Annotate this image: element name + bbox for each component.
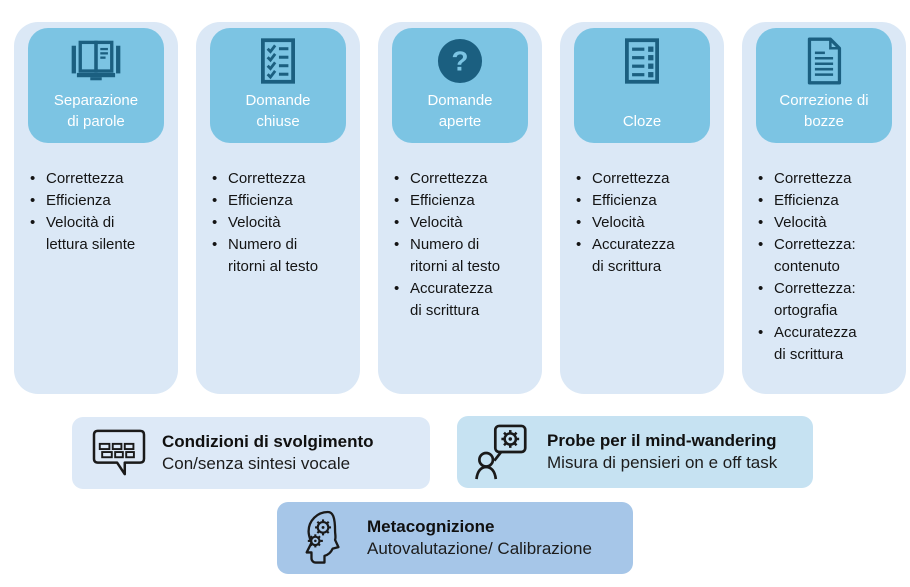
head-gears-icon: [293, 509, 355, 567]
metric-item: Velocità di lettura silente: [30, 212, 144, 256]
column-header-separazione: Separazione di parole: [28, 28, 164, 143]
column-header-cloze: Cloze: [574, 28, 710, 143]
person-speech-gear-icon: [473, 424, 535, 480]
metric-item: Efficienza: [30, 190, 144, 212]
card-subtitle: Con/senza sintesi vocale: [162, 454, 351, 473]
metric-item: Efficienza: [576, 190, 690, 212]
metric-item: Velocità: [212, 212, 326, 234]
metric-item: Velocità: [394, 212, 508, 234]
metric-item: Correttezza: [758, 168, 872, 190]
column-header-domande-chiuse: Domande chiuse: [210, 28, 346, 143]
column-separazione-di-parole: Separazione di parole Correttezza Effici…: [14, 22, 178, 394]
metric-item: Correttezza: ortografia: [758, 278, 872, 322]
condizioni-card: Condizioni di svolgimento Con/senza sint…: [72, 417, 430, 489]
metric-item: Numero di ritorni al testo: [212, 234, 326, 278]
card-subtitle: Autovalutazione/ Calibrazione: [367, 539, 592, 558]
metric-item: Correttezza: [394, 168, 508, 190]
metric-item: Velocità: [576, 212, 690, 234]
svg-text:?: ?: [452, 46, 469, 77]
card-title: Metacognizione: [367, 517, 495, 536]
card-subtitle: Misura di pensieri on e off task: [547, 453, 778, 472]
task-columns: Separazione di parole Correttezza Effici…: [14, 22, 906, 394]
metric-item: Accuratezza di scrittura: [394, 278, 508, 322]
column-cloze: Cloze Correttezza Efficienza Velocità Ac…: [560, 22, 724, 394]
metric-item: Correttezza: [212, 168, 326, 190]
column-domande-aperte: ? Domande aperte Correttezza Efficienza …: [378, 22, 542, 394]
column-correzione-di-bozze: Correzione di bozze Correttezza Efficien…: [742, 22, 906, 394]
metric-item: Correttezza: contenuto: [758, 234, 872, 278]
metric-item: Accuratezza di scrittura: [758, 322, 872, 366]
column-title: Separazione di parole: [53, 92, 139, 130]
metric-list: Correttezza Efficienza Velocità Corrette…: [758, 168, 872, 366]
metric-item: Efficienza: [758, 190, 872, 212]
metric-item: Numero di ritorni al testo: [394, 234, 508, 278]
metric-item: Efficienza: [212, 190, 326, 212]
metric-list: Correttezza Efficienza Velocità di lettu…: [30, 168, 144, 256]
metric-item: Correttezza: [576, 168, 690, 190]
probe-card: Probe per il mind-wandering Misura di pe…: [457, 416, 813, 488]
cloze-form-icon: [625, 36, 659, 86]
column-title: Domande chiuse: [245, 92, 311, 130]
open-book-icon: [70, 36, 122, 86]
metric-list: Correttezza Efficienza Velocità Numero d…: [394, 168, 508, 322]
checklist-icon: [261, 36, 295, 86]
metric-item: Accuratezza di scrittura: [576, 234, 690, 278]
metacognizione-card: Metacognizione Autovalutazione/ Calibraz…: [277, 502, 633, 574]
column-title: Cloze: [622, 113, 662, 130]
document-icon: [804, 36, 844, 86]
metric-list: Correttezza Efficienza Velocità Numero d…: [212, 168, 326, 278]
metric-item: Correttezza: [30, 168, 144, 190]
card-title: Probe per il mind-wandering: [547, 431, 777, 450]
metric-item: Efficienza: [394, 190, 508, 212]
metric-item: Velocità: [758, 212, 872, 234]
column-title: Domande aperte: [427, 92, 493, 130]
column-title: Correzione di bozze: [779, 92, 869, 130]
question-mark-icon: ?: [437, 36, 483, 86]
column-domande-chiuse: Domande chiuse Correttezza Efficienza Ve…: [196, 22, 360, 394]
column-header-correzione: Correzione di bozze: [756, 28, 892, 143]
column-header-domande-aperte: ? Domande aperte: [392, 28, 528, 143]
speech-bubble-icon: [88, 428, 150, 478]
card-title: Condizioni di svolgimento: [162, 432, 374, 451]
metric-list: Correttezza Efficienza Velocità Accurate…: [576, 168, 690, 278]
